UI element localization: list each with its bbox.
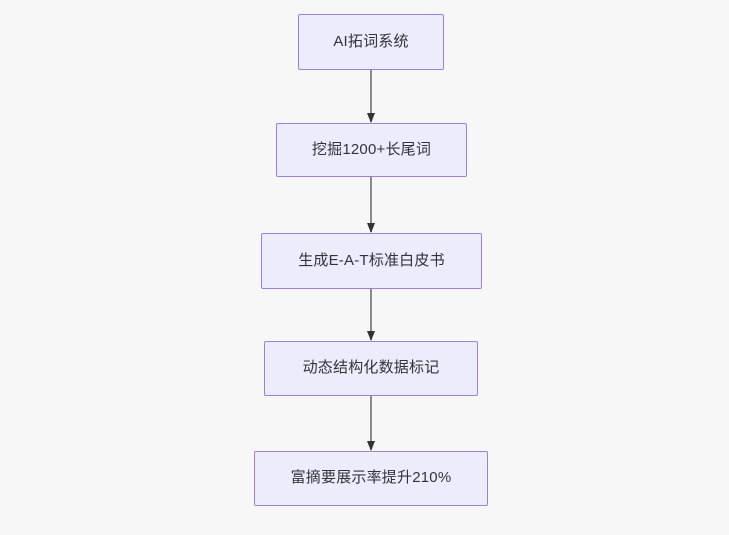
flowchart-node-ai-keyword-system[interactable]: AI拓词系统 [298, 14, 444, 70]
node-label: AI拓词系统 [333, 32, 409, 50]
flowchart-node-generate-eat-whitepaper[interactable]: 生成E-A-T标准白皮书 [261, 233, 482, 289]
flowchart-node-mine-longtail-keywords[interactable]: 挖掘1200+长尾词 [276, 123, 467, 177]
node-label: 生成E-A-T标准白皮书 [298, 251, 445, 269]
flowchart-node-dynamic-structured-data-markup[interactable]: 动态结构化数据标记 [264, 341, 478, 396]
node-label: 挖掘1200+长尾词 [311, 140, 432, 158]
flowchart-node-rich-snippet-impression-lift[interactable]: 富摘要展示率提升210% [254, 451, 488, 506]
node-label: 动态结构化数据标记 [302, 359, 440, 377]
node-label: 富摘要展示率提升210% [290, 469, 452, 487]
